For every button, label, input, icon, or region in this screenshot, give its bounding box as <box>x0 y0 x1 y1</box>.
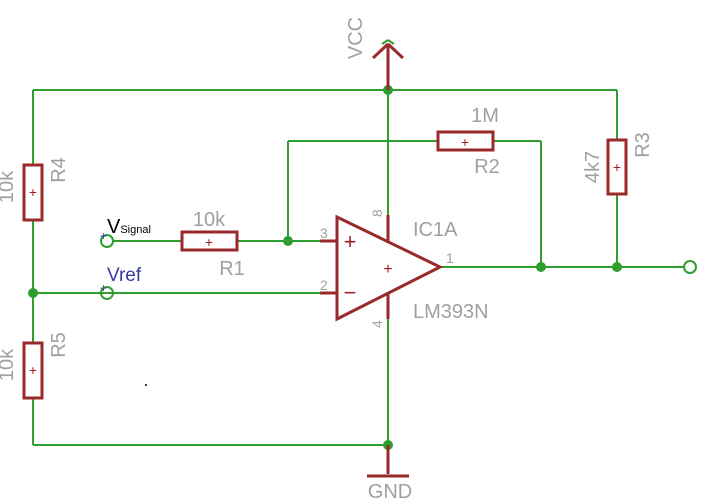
r4-name: R4 <box>48 157 70 183</box>
r5-name: R5 <box>48 332 70 358</box>
output-terminal <box>683 260 697 274</box>
gnd-symbol: GND <box>367 445 412 503</box>
r1-mark: + <box>205 234 213 250</box>
junction-dot <box>536 262 546 272</box>
resistor-r1: + 10k R1 <box>180 209 245 280</box>
opamp-part-number: LM393N <box>413 301 489 323</box>
vsignal-origin-mark: + <box>100 229 107 243</box>
r2-mark: + <box>461 134 469 150</box>
gnd-label: GND <box>368 481 412 503</box>
opamp-center-mark: + <box>383 261 392 278</box>
vref-terminal <box>100 286 114 300</box>
r1-name: R1 <box>219 258 245 280</box>
pin-3-label: 3 <box>320 225 328 241</box>
opamp-plus-sign: + <box>344 229 357 254</box>
vcc-symbol: VCC <box>345 17 405 90</box>
r3-name: R3 <box>632 132 654 158</box>
r3-mark: + <box>613 159 621 175</box>
net-labels: + VSignal + Vref <box>100 216 151 295</box>
r1-value: 10k <box>193 209 226 231</box>
junction-dot <box>28 288 38 298</box>
vsignal-terminal <box>100 234 114 248</box>
opamp-ic1a: + − + 3 2 1 8 4 IC1A LM393N <box>320 209 489 328</box>
opamp-name: IC1A <box>413 219 458 241</box>
resistor-r5: + 10k R5 <box>0 332 70 400</box>
terminals <box>100 234 697 300</box>
r5-value: 10k <box>0 348 18 381</box>
r2-value: 1M <box>471 105 499 127</box>
wires <box>32 39 684 474</box>
pin-8-label: 8 <box>369 209 385 217</box>
junctions <box>28 85 622 450</box>
r2-name: R2 <box>474 156 500 178</box>
resistor-r4: + 10k R4 <box>0 157 70 222</box>
junction-dot <box>612 262 622 272</box>
r5-mark: + <box>29 362 37 378</box>
pin-2-label: 2 <box>320 277 328 293</box>
vref-origin-mark: + <box>100 281 107 295</box>
pin-4-label: 4 <box>369 320 385 328</box>
stray-dot <box>145 384 147 386</box>
junction-dot <box>283 236 293 246</box>
opamp-minus-sign: − <box>344 280 357 305</box>
vsignal-label: VSignal <box>107 216 151 238</box>
pin-1-label: 1 <box>446 250 454 266</box>
resistor-r2: + 1M R2 <box>436 105 500 178</box>
r4-value: 10k <box>0 170 18 203</box>
vref-label: Vref <box>107 265 142 286</box>
vcc-label: VCC <box>345 17 367 59</box>
r3-value: 4k7 <box>582 151 604 183</box>
resistor-r3: + 4k7 R3 <box>582 132 654 196</box>
r4-mark: + <box>29 184 37 200</box>
